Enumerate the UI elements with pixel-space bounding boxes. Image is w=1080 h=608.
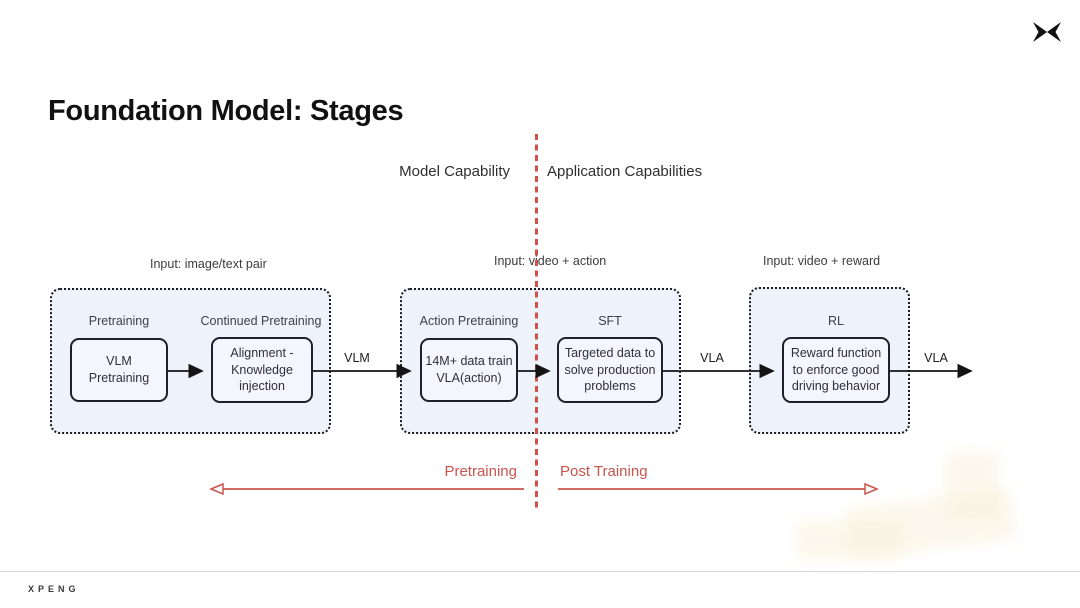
flow-label-vlm: VLM xyxy=(344,351,370,365)
io-input: Input: video + reward xyxy=(763,254,881,268)
node-reward-function: Reward function to enforce good driving … xyxy=(782,337,890,403)
model-capability-label: Model Capability xyxy=(399,163,510,180)
stage-label-continued-pretraining: Continued Pretraining xyxy=(200,314,322,328)
xpeng-x-icon xyxy=(1033,22,1061,42)
phase-label-post-training: Post Training xyxy=(560,463,648,480)
phase-arrows xyxy=(209,482,879,496)
flow-label-vla-1: VLA xyxy=(700,351,724,365)
application-capabilities-label: Application Capabilities xyxy=(547,163,703,180)
io-input: Input: video + action xyxy=(494,254,607,268)
watermark-smudge xyxy=(945,450,1000,520)
node-14m-data-train-vla: 14M+ data train VLA(action) xyxy=(420,338,518,402)
phase-arrowhead-right xyxy=(864,482,879,496)
phase-arrowhead-left xyxy=(209,482,224,496)
phase-label-pretraining: Pretraining xyxy=(444,463,517,480)
node-alignment-knowledge-injection: Alignment - Knowledge injection xyxy=(211,337,313,403)
watermark-smudge xyxy=(795,520,905,560)
stage-label-action-pretraining: Action Pretraining xyxy=(419,314,519,328)
stage-label-rl: RL xyxy=(828,314,844,328)
page-title: Foundation Model: Stages xyxy=(48,95,404,127)
stage-label-pretraining: Pretraining xyxy=(88,314,150,328)
node-targeted-data: Targeted data to solve production proble… xyxy=(557,337,663,403)
node-vlm-pretraining: VLM Pretraining xyxy=(70,338,168,402)
footer-divider xyxy=(0,571,1080,572)
io-input: Input: image/text pair xyxy=(150,257,267,271)
xpeng-wordmark: XPENG xyxy=(28,584,80,594)
stage-label-sft: SFT xyxy=(598,314,622,328)
flow-label-vla-2: VLA xyxy=(924,351,948,365)
